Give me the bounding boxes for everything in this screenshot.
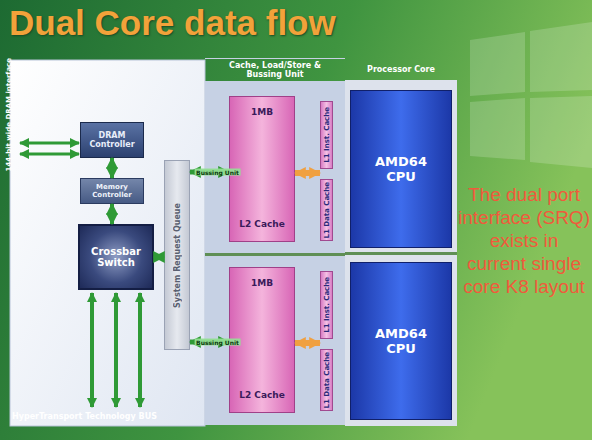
interface-label: 144-bit wide DRAM interface — [5, 58, 17, 171]
connector-arrow — [154, 255, 164, 259]
request-queue-bar: System Request Queue — [164, 160, 190, 350]
dram-controller-box: DRAM Controller — [80, 122, 144, 158]
node-text: Cache, Load/Store & Bussing Unit — [206, 59, 344, 81]
node-text: AMD64 CPU — [371, 326, 431, 356]
node-text: L1 Inst. Cache — [323, 107, 331, 163]
cpu-core-box: AMD64 CPU — [350, 90, 452, 248]
node-text: Memory Controller — [81, 183, 143, 199]
node-text: AMD64 CPU — [371, 154, 431, 184]
connector-arrow — [295, 170, 320, 176]
cpu-core-box: AMD64 CPU — [350, 262, 452, 420]
connector-label: Bussing Unit — [194, 169, 241, 176]
connector-arrow — [110, 158, 114, 178]
node-text: Processor Core — [345, 58, 457, 80]
hypertransport-arrow — [90, 293, 94, 407]
node-text: 1MB — [251, 107, 273, 117]
northbridge-panel — [10, 60, 205, 426]
l1-cache-box: L1 Data Cache — [320, 179, 333, 241]
connector-arrow — [110, 204, 114, 224]
memory-controller-box: Memory Controller — [80, 178, 144, 204]
connector-arrow — [295, 340, 320, 346]
dram-arrow — [20, 153, 79, 156]
node-text: DRAM Controller — [81, 131, 143, 149]
bus-label: HyperTransport Technology BUS — [12, 412, 202, 421]
processor-core-column: Processor CoreAMD64 CPU AMD64 CPU — [345, 58, 457, 426]
dram-arrow — [20, 142, 79, 145]
l1-cache-box: L1 Inst. Cache — [320, 101, 333, 169]
callout-note: The dual port interface (SRQ) exists in … — [458, 183, 590, 298]
node-text: L2 Cache — [239, 219, 285, 229]
node-text: System Request Queue — [173, 203, 182, 308]
hypertransport-arrow — [138, 293, 142, 407]
node-text: 1MB — [251, 278, 273, 288]
node-text: Crossbar Switch — [80, 246, 152, 268]
l1-cache-box: L1 Inst. Cache — [320, 271, 333, 339]
slide-title: Dual Core data flow — [9, 3, 336, 43]
connector-label: Bussing Unit — [194, 339, 241, 346]
node-text: L1 Inst. Cache — [323, 277, 331, 333]
l1-cache-box: L1 Data Cache — [320, 349, 333, 411]
node-text: L1 Data Cache — [323, 182, 331, 239]
cache-unit-column: Cache, Load/Store & Bussing Unit 1MB L2 Ca… — [205, 58, 345, 426]
node-text: L1 Data Cache — [323, 352, 331, 409]
crossbar-switch-box: Crossbar Switch — [78, 224, 154, 290]
window-logo — [470, 22, 592, 168]
node-text: L2 Cache — [239, 390, 285, 400]
hypertransport-arrow — [114, 293, 118, 407]
